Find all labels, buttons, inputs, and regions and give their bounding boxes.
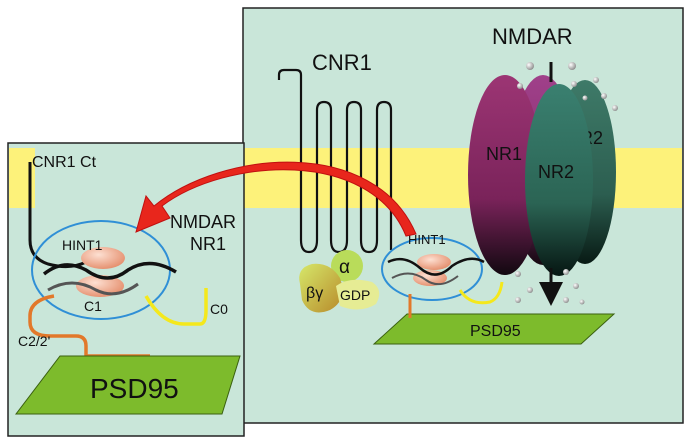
red-curved-arrow xyxy=(135,161,417,237)
cnr1-receptor xyxy=(277,68,393,254)
c1-label: C1 xyxy=(84,298,102,314)
psd95-main xyxy=(372,313,616,345)
nmdar-title: NMDAR xyxy=(492,24,573,49)
cnr1-title: CNR1 xyxy=(312,50,372,75)
psd95-inset xyxy=(14,355,241,415)
psd95-main-label: PSD95 xyxy=(470,323,521,340)
ions xyxy=(515,62,618,305)
gdp-label: GDP xyxy=(340,287,370,303)
membrane-band xyxy=(244,148,682,208)
nr1-subunit xyxy=(468,75,542,275)
beta-gamma-label: βγ xyxy=(306,285,323,302)
hint1-complex-inset xyxy=(28,220,208,358)
hint1-inset-label: HINT1 xyxy=(62,237,103,253)
nr2-subunit xyxy=(525,84,593,276)
nr1-main-label: NR1 xyxy=(486,144,522,164)
nmdar-inset-label: NMDAR xyxy=(170,212,236,232)
nr2-main-label: NR2 xyxy=(538,162,574,182)
c2-label: C2/2' xyxy=(18,333,50,349)
cnr1-ct-label: CNR1 Ct xyxy=(32,154,97,171)
hint1-main-label: HINT1 xyxy=(408,232,446,247)
nr1-inset-label: NR1 xyxy=(190,234,226,254)
hint1-complex-main xyxy=(381,237,504,318)
alpha-label: α xyxy=(339,257,350,278)
c0-label: C0 xyxy=(210,301,228,317)
main-panel xyxy=(242,7,684,424)
g-protein xyxy=(299,250,380,313)
psd95-inset-label: PSD95 xyxy=(90,373,179,404)
